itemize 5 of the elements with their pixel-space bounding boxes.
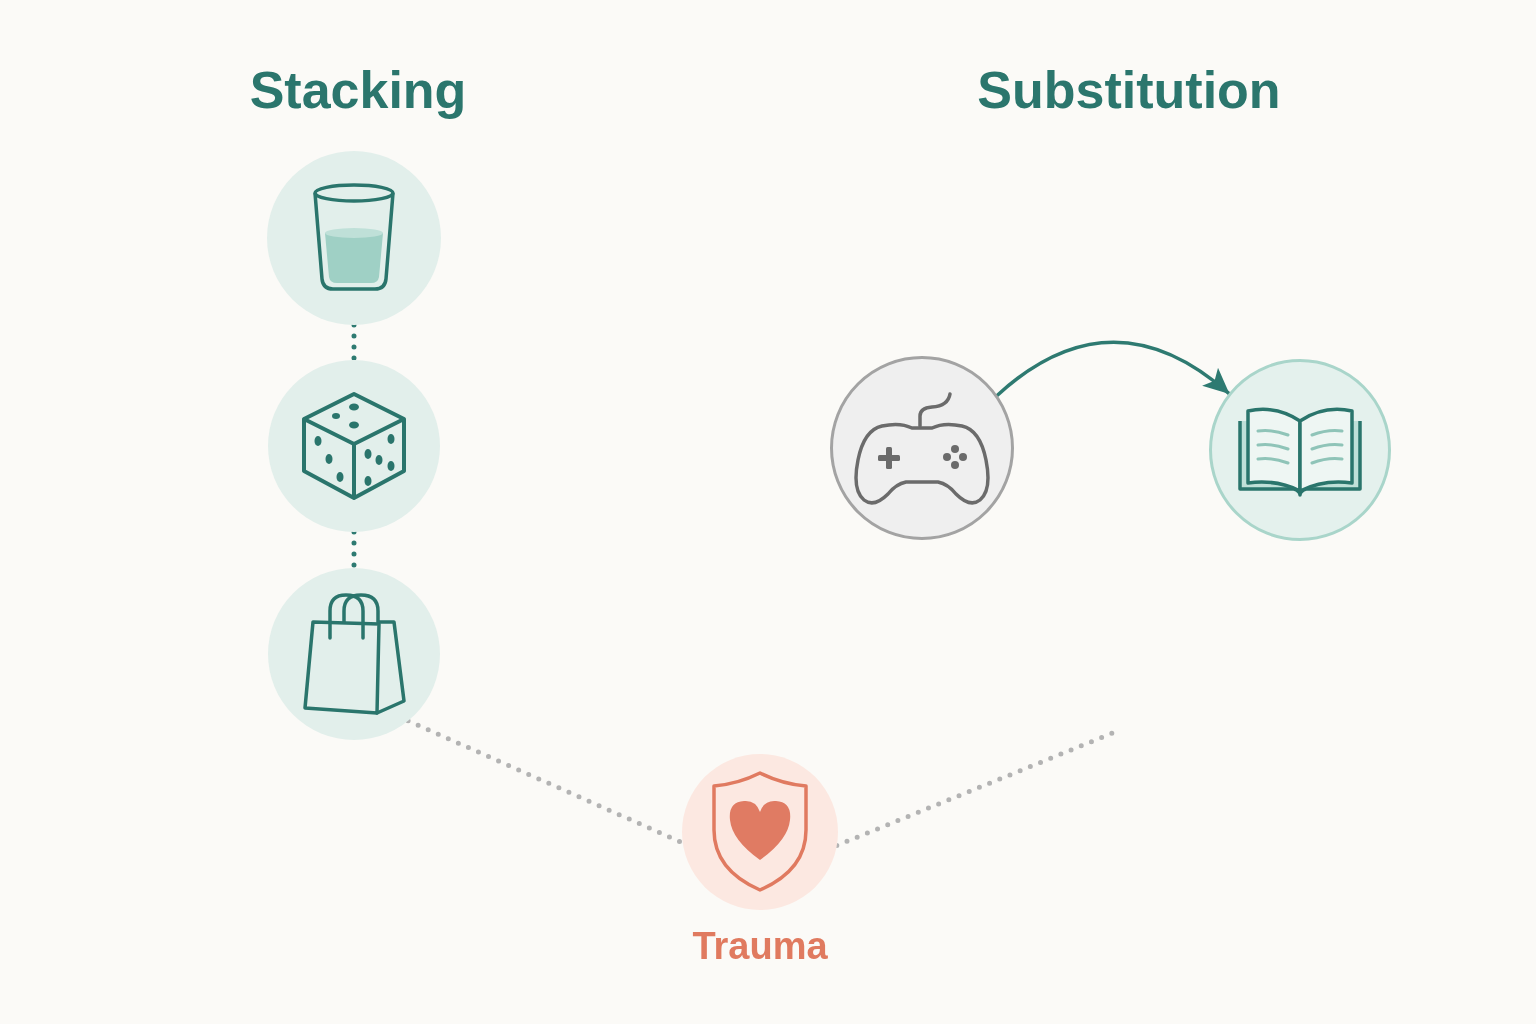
section-heading: Substitution bbox=[977, 60, 1281, 120]
section-heading: Stacking bbox=[249, 60, 467, 120]
node-label: Trauma bbox=[692, 924, 828, 968]
curved-arrow bbox=[995, 340, 1231, 397]
dotted-connector bbox=[351, 322, 357, 363]
